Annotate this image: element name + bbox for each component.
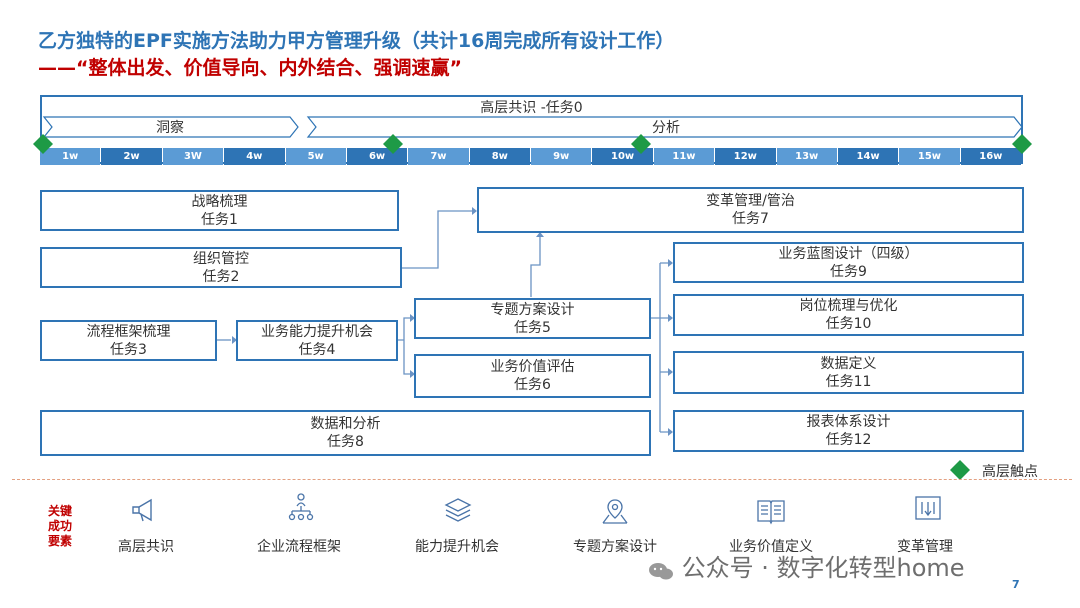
section-divider bbox=[12, 479, 1072, 480]
week-cell: 10w bbox=[592, 148, 653, 165]
milestone-diamond-icon bbox=[33, 134, 53, 154]
task-7-id: 任务7 bbox=[732, 211, 769, 227]
task-9-box: 业务蓝图设计（四级） 任务9 bbox=[673, 242, 1024, 283]
week-cell: 9w bbox=[531, 148, 592, 165]
phase-insight-chevron bbox=[42, 116, 299, 138]
task-9-name: 业务蓝图设计（四级） bbox=[778, 245, 919, 262]
task-7-name: 变革管理/管治 bbox=[706, 193, 795, 209]
task-3-box: 流程框架梳理 任务3 bbox=[40, 320, 217, 361]
task-8-name: 数据和分析 bbox=[310, 416, 381, 432]
megaphone-icon bbox=[132, 498, 152, 522]
page-title: 乙方独特的EPF实施方法助力甲方管理升级（共计16周完成所有设计工作） bbox=[38, 30, 675, 52]
page-number: 7 bbox=[1012, 578, 1020, 591]
factor-label: 高层共识 bbox=[118, 539, 174, 555]
milestone-diamond-icon bbox=[383, 134, 403, 154]
task-4-name: 业务能力提升机会 bbox=[261, 323, 373, 340]
task-6-box: 业务价值评估 任务6 bbox=[414, 354, 651, 398]
week-cell: 15w bbox=[899, 148, 960, 165]
week-cell: 14w bbox=[837, 148, 899, 165]
task-10-box: 岗位梳理与优化 任务10 bbox=[673, 294, 1024, 336]
phase-chevrons bbox=[42, 116, 1023, 138]
phase-analysis-chevron bbox=[306, 116, 1023, 138]
factor-label: 能力提升机会 bbox=[415, 539, 499, 555]
task-5-box: 专题方案设计 任务5 bbox=[414, 298, 651, 339]
task-1-name: 战略梳理 bbox=[191, 193, 248, 210]
factor-label: 业务价值定义 bbox=[729, 539, 813, 555]
week-cell: 8w bbox=[469, 148, 530, 165]
factor-label: 变革管理 bbox=[897, 539, 953, 555]
task-5-id: 任务5 bbox=[514, 319, 551, 336]
task-12-box: 报表体系设计 任务12 bbox=[673, 410, 1024, 452]
task-1-box: 战略梳理 任务1 bbox=[40, 190, 399, 231]
watermark: 公众号 · 数字化转型home bbox=[648, 548, 965, 583]
connector-t5-t7 bbox=[530, 237, 541, 297]
week-cell: 16w bbox=[960, 148, 1021, 165]
book-icon bbox=[757, 500, 785, 525]
task-2-id: 任务2 bbox=[202, 268, 240, 285]
task-8-box: 数据和分析 任务8 bbox=[40, 410, 651, 456]
task-11-id: 任务11 bbox=[825, 373, 872, 390]
week-cell: 2w bbox=[101, 148, 162, 165]
ksf-label-line: 关键 bbox=[47, 504, 72, 518]
task-1-id: 任务1 bbox=[201, 211, 238, 228]
task-8-id: 任务8 bbox=[327, 434, 364, 450]
milestone-diamond-icon bbox=[1012, 134, 1032, 154]
task-3-name: 流程框架梳理 bbox=[86, 323, 171, 340]
task-6-id: 任务6 bbox=[514, 377, 551, 393]
task-12-name: 报表体系设计 bbox=[806, 414, 891, 430]
map-pin-icon bbox=[602, 499, 628, 524]
milestone-diamond-icon bbox=[631, 134, 651, 154]
phase-analysis-label: 分析 bbox=[652, 120, 680, 136]
ksf-label-line: 成功 bbox=[47, 519, 72, 533]
layers-icon bbox=[444, 498, 472, 522]
touchpoint-legend-icon bbox=[950, 460, 970, 480]
task-2-box: 组织管控 任务2 bbox=[40, 247, 402, 288]
phase-insight-label: 洞察 bbox=[156, 120, 184, 136]
org-chart-icon bbox=[288, 493, 314, 521]
wechat-icon bbox=[648, 559, 674, 580]
task-11-name: 数据定义 bbox=[820, 355, 877, 372]
connector-t4-split bbox=[398, 317, 410, 375]
week-cell: 12w bbox=[715, 148, 776, 165]
task-5-name: 专题方案设计 bbox=[490, 301, 575, 318]
page-subtitle: ——“整体出发、价值导向、内外结合、强调速赢” bbox=[38, 57, 462, 79]
chart-icon bbox=[915, 496, 941, 520]
task-10-name: 岗位梳理与优化 bbox=[799, 298, 898, 314]
task-12-id: 任务12 bbox=[825, 432, 872, 448]
week-cell: 4w bbox=[224, 148, 285, 165]
task-4-id: 任务4 bbox=[298, 341, 336, 358]
week-cell: 5w bbox=[285, 148, 346, 165]
watermark-text: 公众号 · 数字化转型home bbox=[681, 554, 965, 582]
week-cell: 1w bbox=[40, 148, 101, 165]
factor-label: 企业流程框架 bbox=[257, 539, 341, 555]
ksf-label: 关键 成功 要素 bbox=[40, 504, 80, 549]
week-cell: 3W bbox=[162, 148, 224, 165]
task-6-name: 业务价值评估 bbox=[490, 359, 575, 375]
week-cell: 13w bbox=[776, 148, 837, 165]
week-cell: 7w bbox=[408, 148, 469, 165]
task-3-id: 任务3 bbox=[110, 341, 147, 358]
touchpoint-legend-label: 高层触点 bbox=[982, 464, 1038, 480]
ksf-label-line: 要素 bbox=[47, 534, 72, 548]
week-cell: 11w bbox=[653, 148, 715, 165]
task-11-box: 数据定义 任务11 bbox=[673, 351, 1024, 394]
consensus-label: 高层共识 -任务0 bbox=[480, 100, 583, 116]
factor-label: 专题方案设计 bbox=[573, 539, 657, 555]
task-10-id: 任务10 bbox=[825, 316, 872, 332]
connector-t2-t7 bbox=[402, 210, 472, 269]
connector-split-right bbox=[651, 262, 670, 433]
task-7-box: 变革管理/管治 任务7 bbox=[477, 187, 1024, 233]
task-9-id: 任务9 bbox=[830, 263, 867, 280]
task-4-box: 业务能力提升机会 任务4 bbox=[236, 320, 398, 361]
task-2-name: 组织管控 bbox=[193, 250, 249, 267]
